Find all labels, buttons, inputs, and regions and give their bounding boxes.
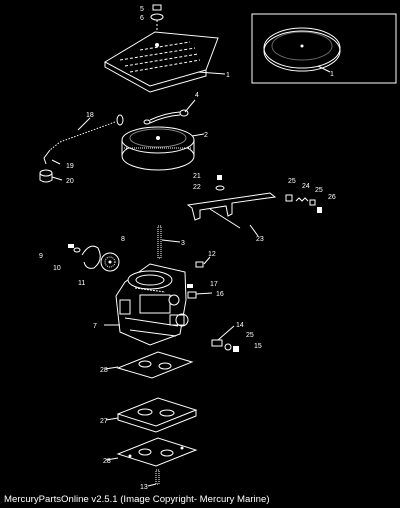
part-screw-14[interactable]	[211, 339, 223, 347]
part-washer-10[interactable]	[73, 247, 81, 253]
part-choke-8[interactable]	[100, 252, 120, 272]
part-fitting-17[interactable]	[187, 284, 193, 288]
callout-4: 4	[195, 92, 199, 99]
callout-28-upper: 28	[100, 367, 108, 374]
callouts: 5 6 1 1 4 18 2 19 20 21 22 25 24 25 26 2…	[39, 6, 336, 490]
callout-27: 27	[100, 418, 108, 425]
callout-21: 21	[193, 173, 201, 180]
callout-25c: 25	[246, 332, 254, 339]
callout-8: 8	[121, 236, 125, 243]
callout-7: 7	[93, 323, 97, 330]
callout-10: 10	[53, 265, 61, 272]
inset-panel	[251, 13, 397, 84]
part-hose-18[interactable]	[49, 114, 124, 151]
callout-2: 2	[204, 132, 208, 139]
part-nut-26[interactable]	[317, 207, 322, 213]
callout-24: 24	[302, 183, 310, 190]
callout-25b: 25	[315, 187, 323, 194]
callout-13: 13	[140, 484, 148, 490]
part-spring-24[interactable]	[295, 197, 309, 202]
callout-11: 11	[78, 280, 85, 287]
part-washer-22[interactable]	[215, 185, 225, 191]
callout-25: 25	[288, 178, 296, 185]
footer-caption: MercuryPartsOnline v2.5.1 (Image Copyrig…	[4, 494, 270, 505]
leader-lines	[51, 65, 331, 487]
part-stud-3[interactable]	[157, 225, 162, 259]
callout-15: 15	[254, 343, 262, 350]
part-screw-9[interactable]	[68, 244, 74, 248]
part-bolt-21[interactable]	[217, 175, 222, 180]
part-screw-12[interactable]	[195, 261, 204, 268]
part-gasket-28-upper[interactable]	[116, 351, 194, 379]
callout-18: 18	[86, 112, 94, 119]
exploded-parts-diagram: 5 6 1 1 4 18 2 19 20 21 22 25 24 25 26 2…	[39, 4, 397, 490]
part-inset-cover[interactable]	[263, 27, 341, 72]
part-grommet-20[interactable]	[39, 169, 53, 183]
callout-6: 6	[140, 15, 144, 22]
part-washer-25c[interactable]	[224, 343, 232, 351]
callout-17: 17	[210, 281, 218, 288]
callout-9: 9	[39, 253, 43, 260]
part-bushing-25[interactable]	[285, 194, 293, 202]
part-bolt-13[interactable]	[155, 469, 160, 485]
part-washer-6[interactable]	[150, 13, 164, 21]
part-nut-15[interactable]	[233, 346, 239, 352]
callout-23: 23	[256, 236, 264, 243]
part-air-cleaner-cover[interactable]	[103, 31, 219, 93]
callout-16: 16	[216, 291, 224, 298]
part-clip-11[interactable]	[81, 245, 101, 269]
callout-14: 14	[236, 322, 244, 329]
callout-5: 5	[140, 6, 144, 13]
callout-22: 22	[193, 184, 201, 191]
callout-1: 1	[226, 72, 230, 79]
callout-3: 3	[181, 240, 185, 247]
part-bushing-25b[interactable]	[309, 199, 316, 206]
part-nut-5[interactable]	[152, 4, 162, 11]
part-spacer-27[interactable]	[116, 397, 198, 433]
callout-12: 12	[208, 251, 216, 258]
callout-19: 19	[66, 163, 74, 170]
part-carburetor-7[interactable]	[115, 263, 189, 346]
part-clamp-4[interactable]	[143, 109, 189, 125]
callout-20: 20	[66, 178, 74, 185]
part-fitting-16[interactable]	[187, 291, 197, 299]
part-gasket-28-lower[interactable]	[116, 437, 198, 467]
part-elbow-19[interactable]	[43, 149, 51, 165]
callout-28-lower: 28	[103, 458, 111, 465]
part-bracket-23[interactable]	[186, 192, 277, 229]
part-air-cleaner-base[interactable]	[121, 126, 195, 171]
callout-1-inset: 1	[330, 71, 334, 78]
callout-26: 26	[328, 194, 336, 201]
